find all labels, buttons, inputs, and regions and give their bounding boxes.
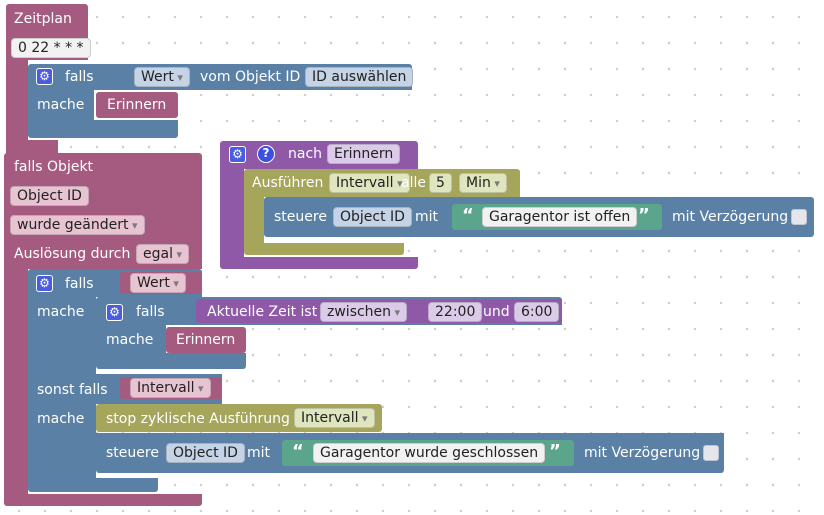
with-label: mit: [247, 445, 271, 461]
value-variable[interactable]: Wert: [130, 273, 186, 293]
help-icon[interactable]: ?: [257, 145, 275, 163]
gear-icon[interactable]: ⚙: [106, 304, 123, 321]
gear-icon[interactable]: ⚙: [36, 68, 53, 85]
gear-icon[interactable]: ⚙: [229, 146, 246, 163]
value-dropdown[interactable]: Wert: [134, 67, 190, 87]
unit-dropdown[interactable]: Min: [459, 173, 507, 193]
interval-block-rail: [244, 195, 264, 245]
variable-name: Erinnern: [107, 97, 167, 113]
every-value-field[interactable]: 5: [429, 173, 452, 193]
delay-checkbox[interactable]: [703, 445, 719, 461]
schedule-title: Zeitplan: [14, 11, 72, 27]
delay-label: mit Verzögerung: [584, 445, 701, 461]
schedule-block-left-rail: [6, 60, 28, 144]
delay-checkbox[interactable]: [791, 209, 807, 225]
of-object-label: vom Objekt ID: [200, 69, 301, 85]
if-block-2-bottom: [28, 478, 158, 492]
time-to-field[interactable]: 6:00: [514, 302, 560, 322]
object-trigger-left-rail: [4, 269, 28, 497]
else-do-label: mache: [37, 411, 85, 427]
if-label: falls: [65, 276, 94, 292]
cron-field[interactable]: 0 22 * * *: [11, 38, 91, 58]
timeout-block-rail: [220, 167, 244, 259]
trigger-dropdown[interactable]: egal: [136, 244, 189, 264]
gear-icon[interactable]: ⚙: [36, 275, 53, 292]
object-trigger-title: falls Objekt: [14, 159, 94, 175]
inner-if-label: falls: [136, 304, 165, 320]
object-id-field[interactable]: Object ID: [10, 186, 89, 206]
object-trigger-bottom: [4, 494, 202, 506]
if-block-2-rail-lower: [28, 402, 96, 480]
if-block-1-bottom: [28, 120, 178, 138]
schedule-block-bottom: [6, 140, 58, 154]
interval-dropdown[interactable]: Intervall: [329, 173, 410, 193]
do-label: mache: [37, 97, 85, 113]
control-id-field[interactable]: Object ID: [166, 443, 245, 463]
after-label: nach: [288, 146, 323, 162]
inner-variable-name: Erinnern: [176, 332, 236, 348]
stop-label: stop zyklische Ausführung: [106, 411, 290, 427]
variable-block[interactable]: [96, 92, 178, 118]
control-label: steuere: [274, 209, 327, 225]
timeout-block-bottom: [220, 257, 418, 269]
trigger-label: Auslösung durch: [14, 246, 131, 262]
current-time-label: Aktuelle Zeit ist: [207, 304, 318, 320]
delay-label: mit Verzögerung: [672, 209, 789, 225]
else-if-label: sonst falls: [37, 382, 108, 398]
and-label: und: [483, 304, 510, 320]
inner-do-label: mache: [106, 332, 154, 348]
inner-variable-block[interactable]: [166, 327, 246, 353]
time-if-block-bottom: [96, 353, 246, 369]
quote-open-icon: “: [462, 205, 474, 226]
quote-open-icon: “: [292, 441, 304, 462]
stop-dropdown[interactable]: Intervall: [294, 408, 375, 428]
time-if-block-rail: [96, 325, 166, 355]
interval-variable[interactable]: Intervall: [130, 378, 211, 398]
if-block-2-rail: [28, 296, 96, 376]
changed-dropdown[interactable]: wurde geändert: [10, 215, 145, 235]
time-from-field[interactable]: 22:00: [428, 302, 483, 322]
exec-label: Ausführen: [252, 175, 324, 191]
control-label: steuere: [106, 445, 159, 461]
control-id-field[interactable]: Object ID: [333, 207, 412, 227]
schedule-block[interactable]: [6, 4, 88, 36]
quote-close-icon: ”: [549, 441, 561, 462]
select-id-field[interactable]: ID auswählen: [305, 67, 414, 87]
text-value-open[interactable]: Garagentor ist offen: [482, 207, 638, 227]
if-block-1-rail: [28, 90, 94, 122]
between-dropdown[interactable]: zwischen: [320, 302, 408, 322]
if-label: falls: [65, 69, 94, 85]
interval-block-bottom: [244, 243, 404, 255]
text-value-closed[interactable]: Garagentor wurde geschlossen: [313, 443, 546, 463]
do-label: mache: [37, 304, 85, 320]
quote-close-icon: ”: [638, 205, 650, 226]
every-label: alle: [401, 175, 426, 191]
with-label: mit: [415, 209, 439, 225]
after-variable[interactable]: Erinnern: [327, 144, 401, 164]
